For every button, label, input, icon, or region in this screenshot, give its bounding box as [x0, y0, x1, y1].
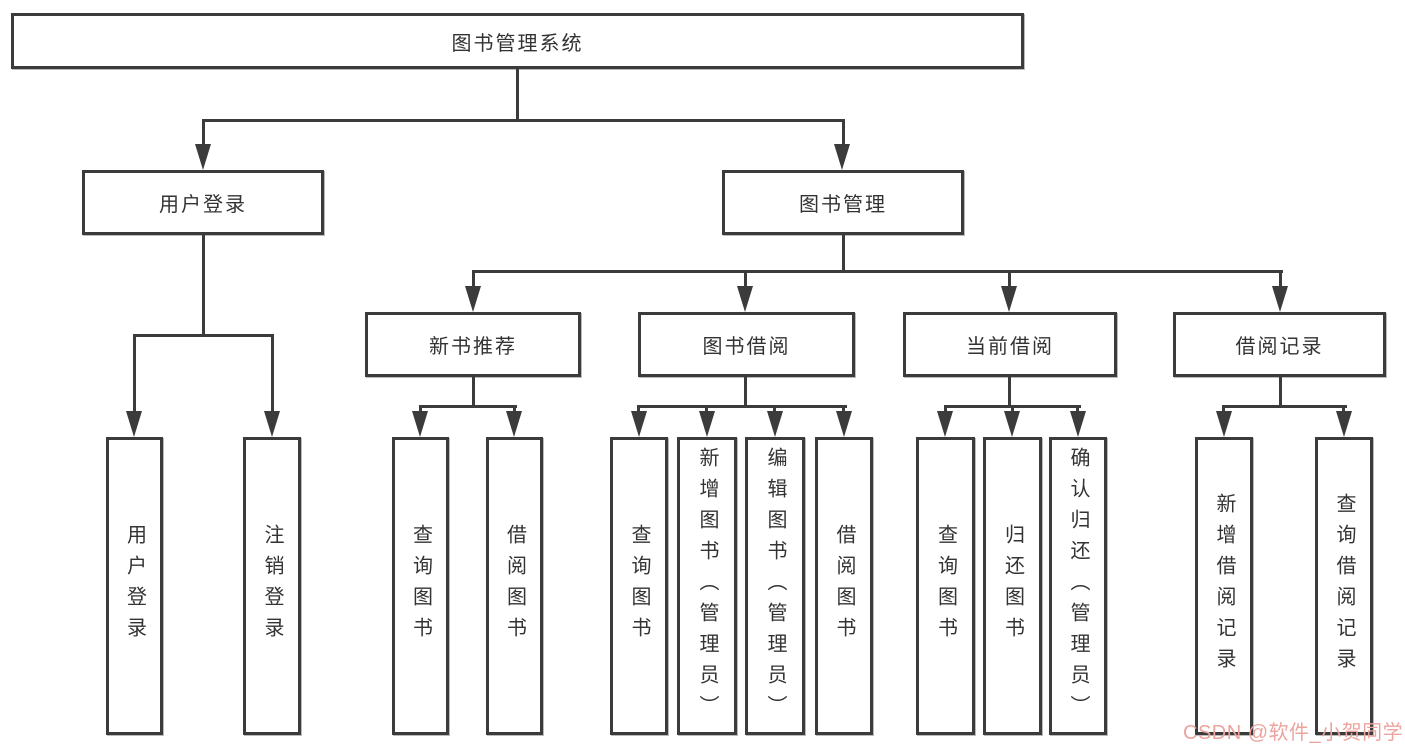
node-label: 新增图书（管理员）	[696, 446, 718, 726]
node-new-book-recommend: 新书推荐	[365, 312, 581, 377]
connector-line	[1011, 405, 1014, 415]
connector-line	[513, 405, 516, 415]
arrow-down-icon	[465, 286, 481, 312]
connector-line	[773, 405, 776, 415]
connector-line	[1076, 405, 1079, 415]
connector-line	[419, 405, 517, 408]
node-user-login: 用户登录	[82, 170, 324, 235]
node-label: 图书管理	[799, 194, 887, 216]
connector-line	[133, 334, 136, 414]
connector-line	[842, 119, 845, 147]
arrow-down-icon	[1216, 411, 1232, 437]
connector-line	[1008, 377, 1011, 408]
connector-line	[472, 270, 1283, 273]
node-label: 当前借阅	[966, 336, 1054, 358]
arrow-down-icon	[836, 411, 852, 437]
arrow-down-icon	[834, 144, 850, 170]
leaf-borrow-books: 借阅图书	[815, 437, 873, 735]
arrow-down-icon	[1336, 411, 1352, 437]
node-label: 借阅记录	[1235, 336, 1324, 358]
node-label: 查询图书	[934, 524, 957, 648]
node-borrowing-records: 借阅记录	[1173, 312, 1386, 377]
node-label: 图书管理系统	[451, 32, 584, 55]
connector-line	[744, 270, 747, 290]
leaf-query-books: 查询图书	[916, 437, 975, 735]
node-label: 借阅图书	[503, 524, 526, 648]
arrow-down-icon	[937, 411, 953, 437]
connector-line	[472, 377, 475, 408]
node-label: 查询借阅记录	[1333, 493, 1355, 679]
node-label: 确认归还（管理员）	[1067, 446, 1089, 726]
connector-line	[637, 405, 640, 415]
node-label: 编辑图书（管理员）	[764, 446, 786, 726]
leaf-add-borrow-record: 新增借阅记录	[1195, 437, 1253, 735]
arrow-down-icon	[1004, 411, 1020, 437]
arrow-down-icon	[631, 411, 647, 437]
leaf-query-borrow-record: 查询借阅记录	[1315, 437, 1373, 735]
arrow-down-icon	[126, 411, 142, 437]
arrow-down-icon	[767, 411, 783, 437]
connector-line	[1279, 377, 1282, 408]
arrow-down-icon	[1272, 286, 1288, 312]
leaf-query-books: 查询图书	[610, 437, 668, 735]
node-label: 查询图书	[628, 524, 650, 648]
node-label: 图书借阅	[702, 336, 791, 358]
node-label: 归还图书	[1001, 524, 1024, 648]
arrow-down-icon	[195, 144, 211, 170]
csdn-watermark: CSDN @软件_小贺同学	[1183, 722, 1404, 744]
node-book-management: 图书管理	[722, 170, 964, 235]
connector-line	[133, 334, 274, 337]
connector-line	[1342, 405, 1345, 415]
connector-line	[842, 405, 845, 415]
connector-line	[516, 68, 519, 121]
node-label: 借阅图书	[833, 524, 855, 648]
node-book-borrowing: 图书借阅	[638, 312, 855, 377]
arrow-down-icon	[506, 411, 522, 437]
connector-line	[1279, 270, 1282, 290]
connector-line	[744, 377, 747, 408]
connector-line	[1222, 405, 1225, 415]
node-label: 新增借阅记录	[1213, 493, 1235, 679]
connector-line	[472, 270, 475, 290]
arrow-down-icon	[1070, 411, 1086, 437]
arrow-down-icon	[1001, 286, 1017, 312]
leaf-query-books: 查询图书	[392, 437, 449, 735]
arrow-down-icon	[737, 286, 753, 312]
connector-line	[202, 119, 845, 122]
leaf-confirm-return-admin: 确认归还（管理员）	[1049, 437, 1107, 735]
leaf-borrow-books: 借阅图书	[486, 437, 543, 735]
connector-line	[202, 235, 205, 337]
connector-line	[271, 334, 274, 414]
leaf-user-login: 用户登录	[106, 437, 163, 735]
leaf-return-books: 归还图书	[983, 437, 1042, 735]
leaf-logout: 注销登录	[243, 437, 301, 735]
connector-line	[842, 235, 845, 273]
node-current-borrowing: 当前借阅	[903, 312, 1117, 377]
node-label: 用户登录	[159, 194, 247, 216]
leaf-edit-books-admin: 编辑图书（管理员）	[745, 437, 805, 735]
connector-line	[1222, 405, 1347, 408]
connector-line	[637, 405, 847, 408]
node-label: 用户登录	[123, 524, 146, 648]
connector-line	[705, 405, 708, 415]
arrow-down-icon	[699, 411, 715, 437]
node-label: 查询图书	[409, 524, 432, 648]
connector-line	[419, 405, 422, 415]
leaf-add-books-admin: 新增图书（管理员）	[677, 437, 737, 735]
connector-line	[1008, 270, 1011, 290]
arrow-down-icon	[412, 411, 428, 437]
connector-line	[944, 405, 947, 415]
node-label: 注销登录	[261, 524, 283, 648]
arrow-down-icon	[264, 411, 280, 437]
node-label: 新书推荐	[429, 336, 517, 358]
connector-line	[202, 119, 205, 147]
node-root-system: 图书管理系统	[11, 13, 1024, 69]
